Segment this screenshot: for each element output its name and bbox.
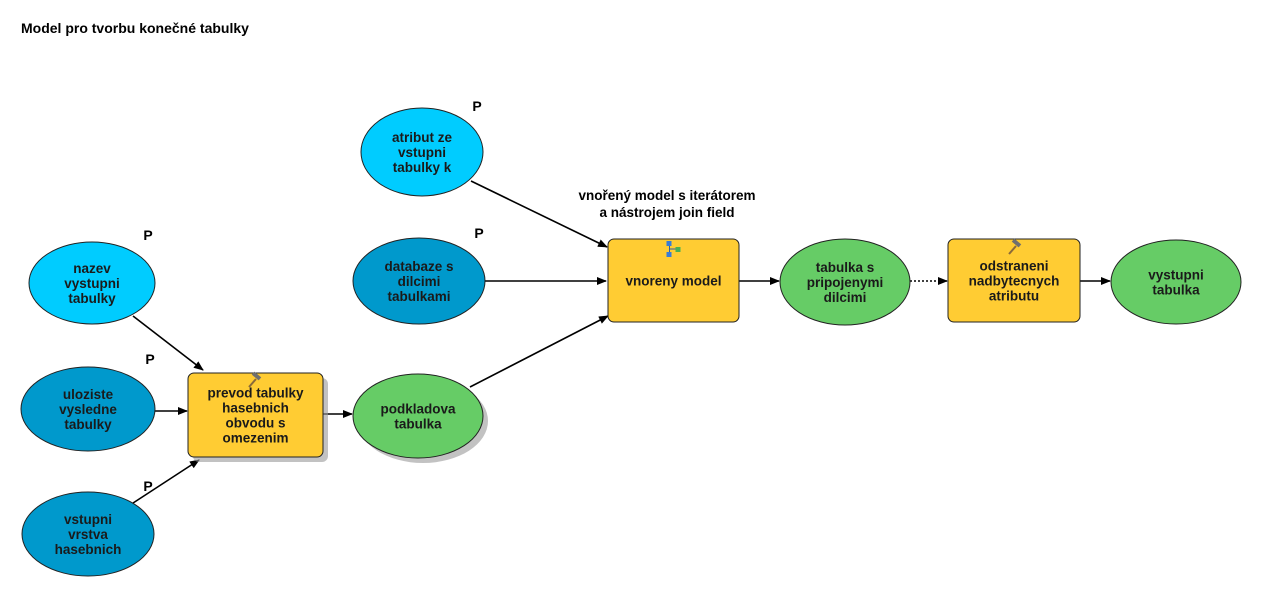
node-label: vstupni <box>398 145 446 160</box>
node-label: atribut ze <box>392 130 452 145</box>
node-label: podkladova <box>380 402 456 417</box>
parameter-marker: P <box>472 98 481 114</box>
connector-vstupni-to-prevod <box>129 459 200 506</box>
node-label: vnoreny model <box>625 274 721 289</box>
node-label: tabulka <box>394 417 442 432</box>
node-label: nadbytecnych <box>969 274 1060 289</box>
node-label: hasebnich <box>55 542 122 557</box>
node-label: vstupni <box>64 512 112 527</box>
parameter-marker: P <box>474 225 483 241</box>
node-label: vysledne <box>59 402 117 417</box>
node-label: dilcimi <box>398 274 441 289</box>
parameter-marker: P <box>143 227 152 243</box>
connector-nazev-to-prevod <box>132 315 204 371</box>
node-label: obvodu s <box>226 416 286 431</box>
parameter-marker: P <box>143 478 152 494</box>
node-label: tabulka <box>1152 283 1200 298</box>
parameter-marker: P <box>145 351 154 367</box>
node-label: tabulky <box>64 417 112 432</box>
node-label: tabulky k <box>393 160 452 175</box>
annotation-line-2: a nástrojem join field <box>599 205 734 220</box>
node-label: databaze s <box>384 259 453 274</box>
connector-atribut-to-vnoreny <box>470 180 608 248</box>
connector-podkladova-to-vnoreny <box>469 315 609 388</box>
node-label: pripojenymi <box>807 275 884 290</box>
connections <box>129 180 1111 506</box>
node-label: tabulky <box>68 291 116 306</box>
model-icon <box>666 241 681 257</box>
node-label: uloziste <box>63 387 114 402</box>
hammer-icon <box>1008 238 1022 255</box>
node-label: vrstva <box>68 527 108 542</box>
node-label: hasebnich <box>222 401 289 416</box>
node-label: dilcimi <box>824 290 867 305</box>
node-vnoreny[interactable]: vnoreny model <box>607 238 740 323</box>
node-label: tabulkami <box>387 289 450 304</box>
node-label: vystupni <box>64 276 120 291</box>
node-label: nazev <box>73 261 111 276</box>
page-title: Model pro tvorbu konečné tabulky <box>21 20 249 36</box>
annotation-line-1: vnořený model s iterátorem <box>578 188 755 203</box>
node-label: odstraneni <box>979 259 1048 274</box>
node-label: tabulka s <box>816 260 875 275</box>
node-label: prevod tabulky <box>207 386 304 401</box>
nodes: nazevvystupnitabulkyPulozistevyslednetab… <box>20 98 1242 577</box>
node-label: omezenim <box>222 431 288 446</box>
node-label: vystupni <box>1148 268 1204 283</box>
hammer-icon <box>248 371 262 388</box>
node-label: atributu <box>989 289 1039 304</box>
